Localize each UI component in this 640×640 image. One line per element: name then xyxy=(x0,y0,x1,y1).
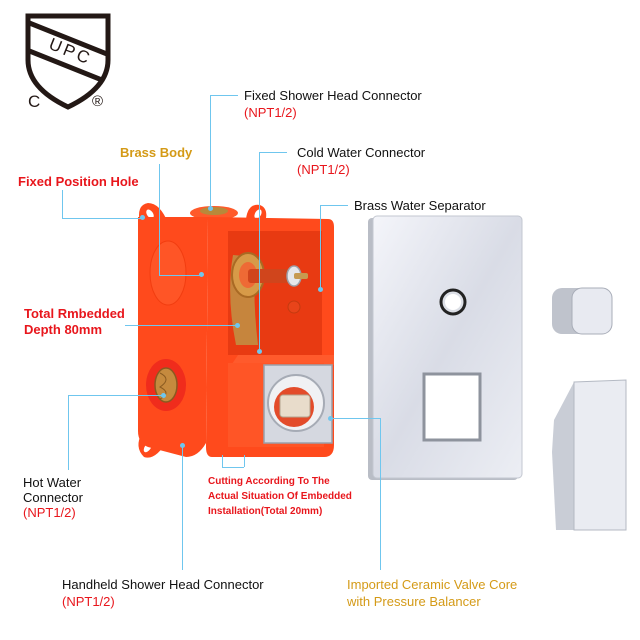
trim-plate-illustration xyxy=(368,215,523,480)
registered-mark: ® xyxy=(92,93,104,110)
valve-rough-in-box xyxy=(128,195,358,465)
cold-water-spec: (NPT1/2) xyxy=(297,162,350,177)
label-fixed-position-hole: Fixed Position Hole xyxy=(18,174,139,189)
hot-water-line2: Connector xyxy=(23,490,83,505)
cutting-note-line3: Installation(Total 20mm) xyxy=(208,506,323,517)
cutting-note-line2: Actual Situation Of Embedded xyxy=(208,491,352,502)
label-brass-water-separator: Brass Water Separator xyxy=(354,198,486,213)
fixed-shower-head-title: Fixed Shower Head Connector xyxy=(244,88,422,103)
handheld-title: Handheld Shower Head Connector xyxy=(62,577,264,592)
handheld-spec: (NPT1/2) xyxy=(62,594,115,609)
diverter-knob xyxy=(552,286,614,336)
valve-core-line2: with Pressure Balancer xyxy=(347,594,481,609)
hot-water-line1: Hot Water xyxy=(23,475,82,490)
lever-handle xyxy=(550,379,630,531)
knob-illustration xyxy=(552,287,613,335)
embedded-depth-line2: Depth 80mm xyxy=(24,322,103,337)
cold-water-title: Cold Water Connector xyxy=(297,145,426,160)
valve-core-line1: Imported Ceramic Valve Core xyxy=(347,577,518,592)
shield-icon xyxy=(25,13,111,110)
upc-certification-logo: UPC C ® xyxy=(22,10,122,110)
label-brass-body: Brass Body xyxy=(120,145,193,160)
embedded-depth-line1: Total Rmbedded xyxy=(24,306,125,321)
c-letter: C xyxy=(28,92,41,111)
hot-water-spec: (NPT1/2) xyxy=(23,505,76,520)
fixed-shower-head-spec: (NPT1/2) xyxy=(244,105,297,120)
trim-plate xyxy=(368,215,523,482)
cutting-note-line1: Cutting According To The xyxy=(208,476,330,487)
valve-box-illustration xyxy=(138,203,334,458)
lever-illustration xyxy=(552,379,627,531)
